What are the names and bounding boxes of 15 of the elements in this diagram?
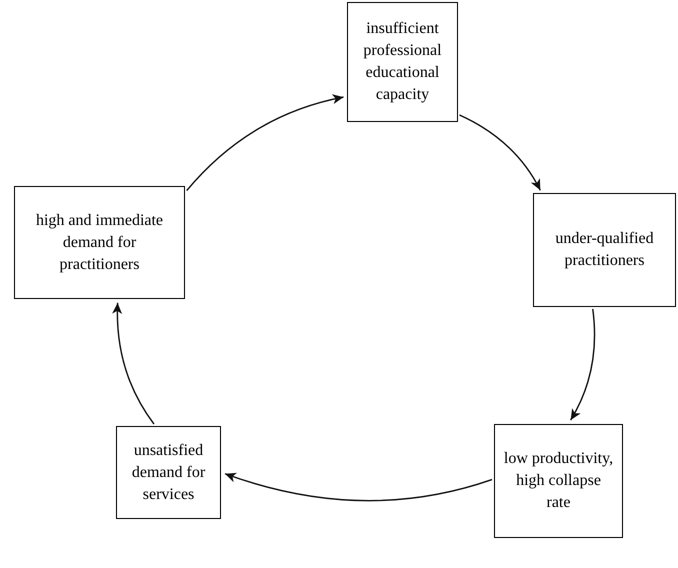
process-box (116, 426, 221, 519)
curved-arrow (112, 302, 155, 424)
curved-arrow (224, 472, 492, 502)
box-label: high and immediate demand for practitioners (34, 210, 164, 274)
curved-arrow (186, 94, 344, 191)
box-label: low productivity, high collapse rate (504, 449, 614, 513)
process-box (347, 2, 458, 122)
curved-arrow (570, 308, 596, 420)
process-box (494, 424, 623, 538)
process-box (533, 193, 676, 307)
curved-arrow (459, 114, 541, 191)
box-label: unsatisfied demand for services (130, 440, 206, 504)
process-box (14, 186, 185, 299)
box-label: insufficient professional educational capacity (362, 19, 443, 105)
box-label: under-qualified practitioners (554, 229, 654, 271)
